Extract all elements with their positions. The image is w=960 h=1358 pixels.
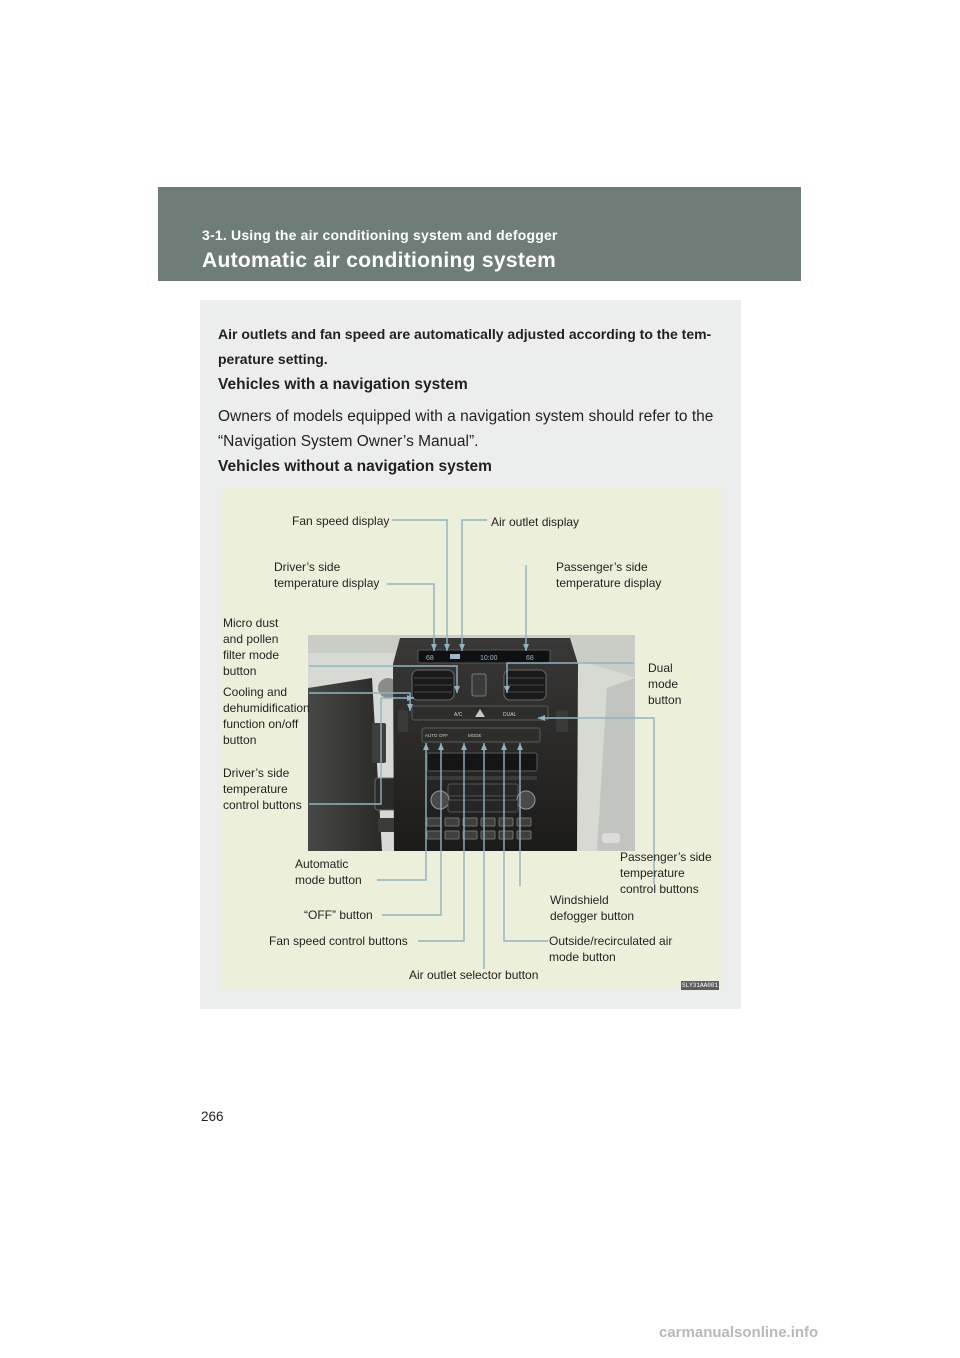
dual-button-label: DUAL [503, 712, 517, 718]
nav-system-heading: Vehicles with a navigation system [218, 376, 468, 393]
mode-button-label: MODE [468, 733, 482, 738]
no-nav-system-heading: Vehicles without a navigation system [218, 458, 492, 475]
header-band: 3-1. Using the air conditioning system a… [158, 187, 801, 281]
auto-button-label: AUTO [425, 733, 438, 738]
clock-readout: 10:00 [480, 655, 498, 662]
callout-windshield: Windshield defogger button [550, 893, 635, 923]
left-console [308, 678, 382, 851]
callout-air-outlet-selector: Air outlet selector button [409, 968, 539, 982]
section-label: 3-1. Using the air conditioning system a… [202, 227, 558, 243]
callout-automatic-mode: Automatic mode button [295, 857, 362, 887]
off-button-label: OFF [439, 733, 448, 738]
climate-display [417, 649, 551, 664]
ac-button-label: A/C [454, 712, 463, 718]
callout-passenger-temp-display: Passenger’s side temperature display [556, 560, 662, 590]
callout-driver-temp-control: Driver’s side temperature control button… [223, 766, 302, 812]
nav-system-body: Owners of models equipped with a navigat… [218, 408, 714, 450]
passenger-temp-readout: 68 [526, 655, 534, 662]
figure-id-tag: SLY31AA001 [681, 981, 719, 990]
driver-temp-readout: 68 [426, 655, 434, 662]
callout-off-button: “OFF” button [304, 908, 373, 922]
page-number: 266 [201, 1109, 224, 1124]
callout-fan-control: Fan speed control buttons [269, 934, 408, 948]
audio-display [426, 752, 538, 772]
page-title: Automatic air conditioning system [202, 249, 557, 272]
callout-air-outlet-display: Air outlet display [491, 515, 580, 529]
dashboard-photo: 68 10:00 68 A/C DUAL AUTO OFF MODE [308, 519, 655, 969]
callout-fan-speed-display: Fan speed display [292, 514, 390, 528]
callout-cooling: Cooling and dehumidification function on… [223, 685, 310, 747]
intro-text: Air outlets and fan speed are automatica… [218, 326, 712, 367]
callout-outside-recirc: Outside/recirculated air mode button [549, 934, 673, 964]
climate-control-figure: 68 10:00 68 A/C DUAL AUTO OFF MODE [222, 488, 722, 990]
fan-bars [450, 654, 460, 659]
callout-passenger-temp-control: Passenger’s side temperature control but… [620, 850, 712, 896]
callout-lines [309, 519, 655, 969]
callout-dual-mode: Dual mode button [648, 661, 682, 707]
callout-arrowheads [407, 644, 545, 750]
callout-driver-temp-display: Driver’s side temperature display [274, 560, 380, 590]
callout-micro-dust: Micro dust and pollen filter mode button [223, 616, 280, 678]
watermark: carmanualsonline.info [659, 1324, 819, 1341]
